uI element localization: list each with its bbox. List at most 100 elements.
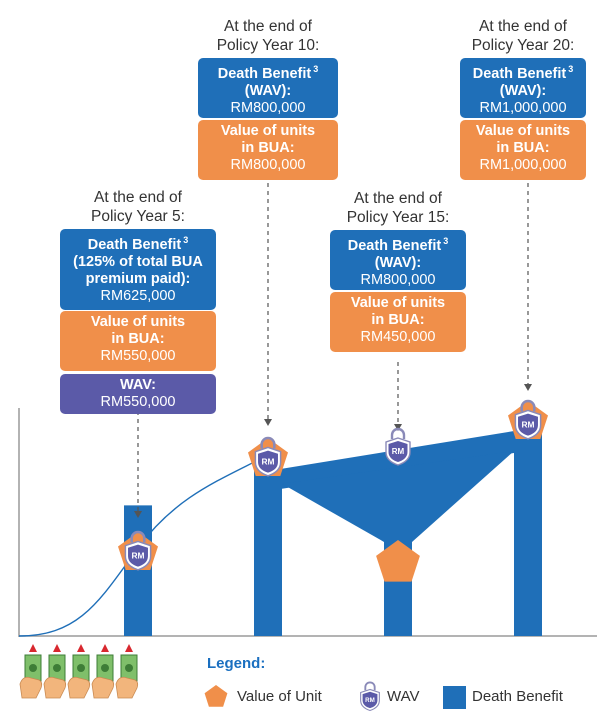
box-label-line: in BUA: [60,331,216,348]
pointer-arrowhead [524,384,532,391]
box-value: RM800,000 [360,271,436,288]
shield-body [362,691,378,709]
box-label-text: WAV: [120,377,156,393]
hand-icon [43,676,67,699]
wav-marker: RM [254,436,282,477]
shackle [390,427,406,439]
death-benefit-bar [124,505,152,636]
box-value: RM450,000 [360,329,436,345]
box-label-line: (WAV): [460,83,586,100]
legend-rm-shield-icon: RM [360,681,380,712]
box-label-line: WAV: [60,377,216,394]
milestone-heading-line: Policy Year 15: [346,209,450,226]
shackle [364,681,376,691]
box-label-text: (125% of total BUA [73,253,203,270]
box-value: RM550,000 [100,394,176,410]
box-label-line: in BUA: [198,140,338,157]
box-value: RM1,000,000 [479,99,567,116]
banknote-seal [77,664,85,672]
box-label-line: Value of units [330,295,466,312]
box-label-line: premium paid): [60,271,216,288]
box-label-text: Death Benefit [347,237,442,254]
box-label-text: Death Benefit [217,65,312,82]
milestone-heading-line: Policy Year 20: [471,37,575,54]
payment-arrow-icon [101,644,109,652]
hand-icon [115,676,139,699]
box-value: RM800,000 [230,99,306,116]
shield-rm-text: RM [261,456,274,466]
box-label-line: Value of units [198,123,338,140]
box-value: RM800,000 [230,157,306,173]
shield-body [258,450,278,473]
box-label-line: (WAV): [198,83,338,100]
banknote-seal [125,664,133,672]
box-label-text: in BUA: [241,140,295,156]
legend-label-wav: WAV [387,688,420,705]
box-label-text: Value of units [220,123,316,139]
box-label-text: Value of units [350,295,446,311]
milestone-heading-line: Policy Year 5: [91,208,185,225]
box-label-line: in BUA: [330,312,466,329]
hand-icon [91,676,115,699]
shield-rm-text: RM [365,697,375,704]
milestone-heading-line: At the end of [224,18,312,35]
value-of-unit-marker [376,540,420,582]
shield-body [388,441,408,462]
shield-body [518,413,538,436]
pointer-arrowhead [394,424,402,431]
wav-box: WAV:RM550,000 [60,374,216,414]
wav-marker: RM [124,530,152,571]
box-label-text: in BUA: [496,140,550,156]
banknote-seal [29,664,37,672]
box-label-line: in BUA: [460,140,586,157]
box-label-line: Value of units [60,314,216,331]
box-label-text: in BUA: [371,312,425,328]
banknote-seal [53,664,61,672]
footnote-marker: 3 [183,235,189,245]
shield-rm-text: RM [392,447,405,456]
footnote-marker: 3 [443,236,449,246]
wav-marker: RM [385,427,411,466]
box-label-text: Death Benefit [472,65,567,82]
footnote-marker: 3 [568,64,574,74]
pointer-arrowhead [134,511,142,518]
milestone-heading: At the end of Policy Year 15: [330,189,466,227]
hand-icon [67,676,91,699]
hand-icon [19,676,43,699]
shackle [260,436,276,449]
payment-arrow-icon [53,644,61,652]
box-value: RM550,000 [100,348,176,364]
milestone-heading-line: At the end of [354,190,442,207]
box-label-text: Death Benefit [87,236,182,253]
banknote-seal [101,664,109,672]
box-label-text: Value of units [475,123,571,139]
payment-arrow-icon [29,644,37,652]
box-label-text: (WAV): [244,82,292,99]
payment-arrow-icon [125,644,133,652]
shackle [520,399,536,412]
footnote-marker: 3 [313,64,319,74]
box-label-text: in BUA: [111,331,165,347]
death-benefit-bar [254,468,282,636]
box-value: RM1,000,000 [479,157,567,173]
shackle [130,530,146,543]
box-value: RM625,000 [100,287,176,304]
legend-square-icon [443,686,466,709]
box-label-text: premium paid): [85,270,191,287]
pointer-arrowhead [264,419,272,426]
